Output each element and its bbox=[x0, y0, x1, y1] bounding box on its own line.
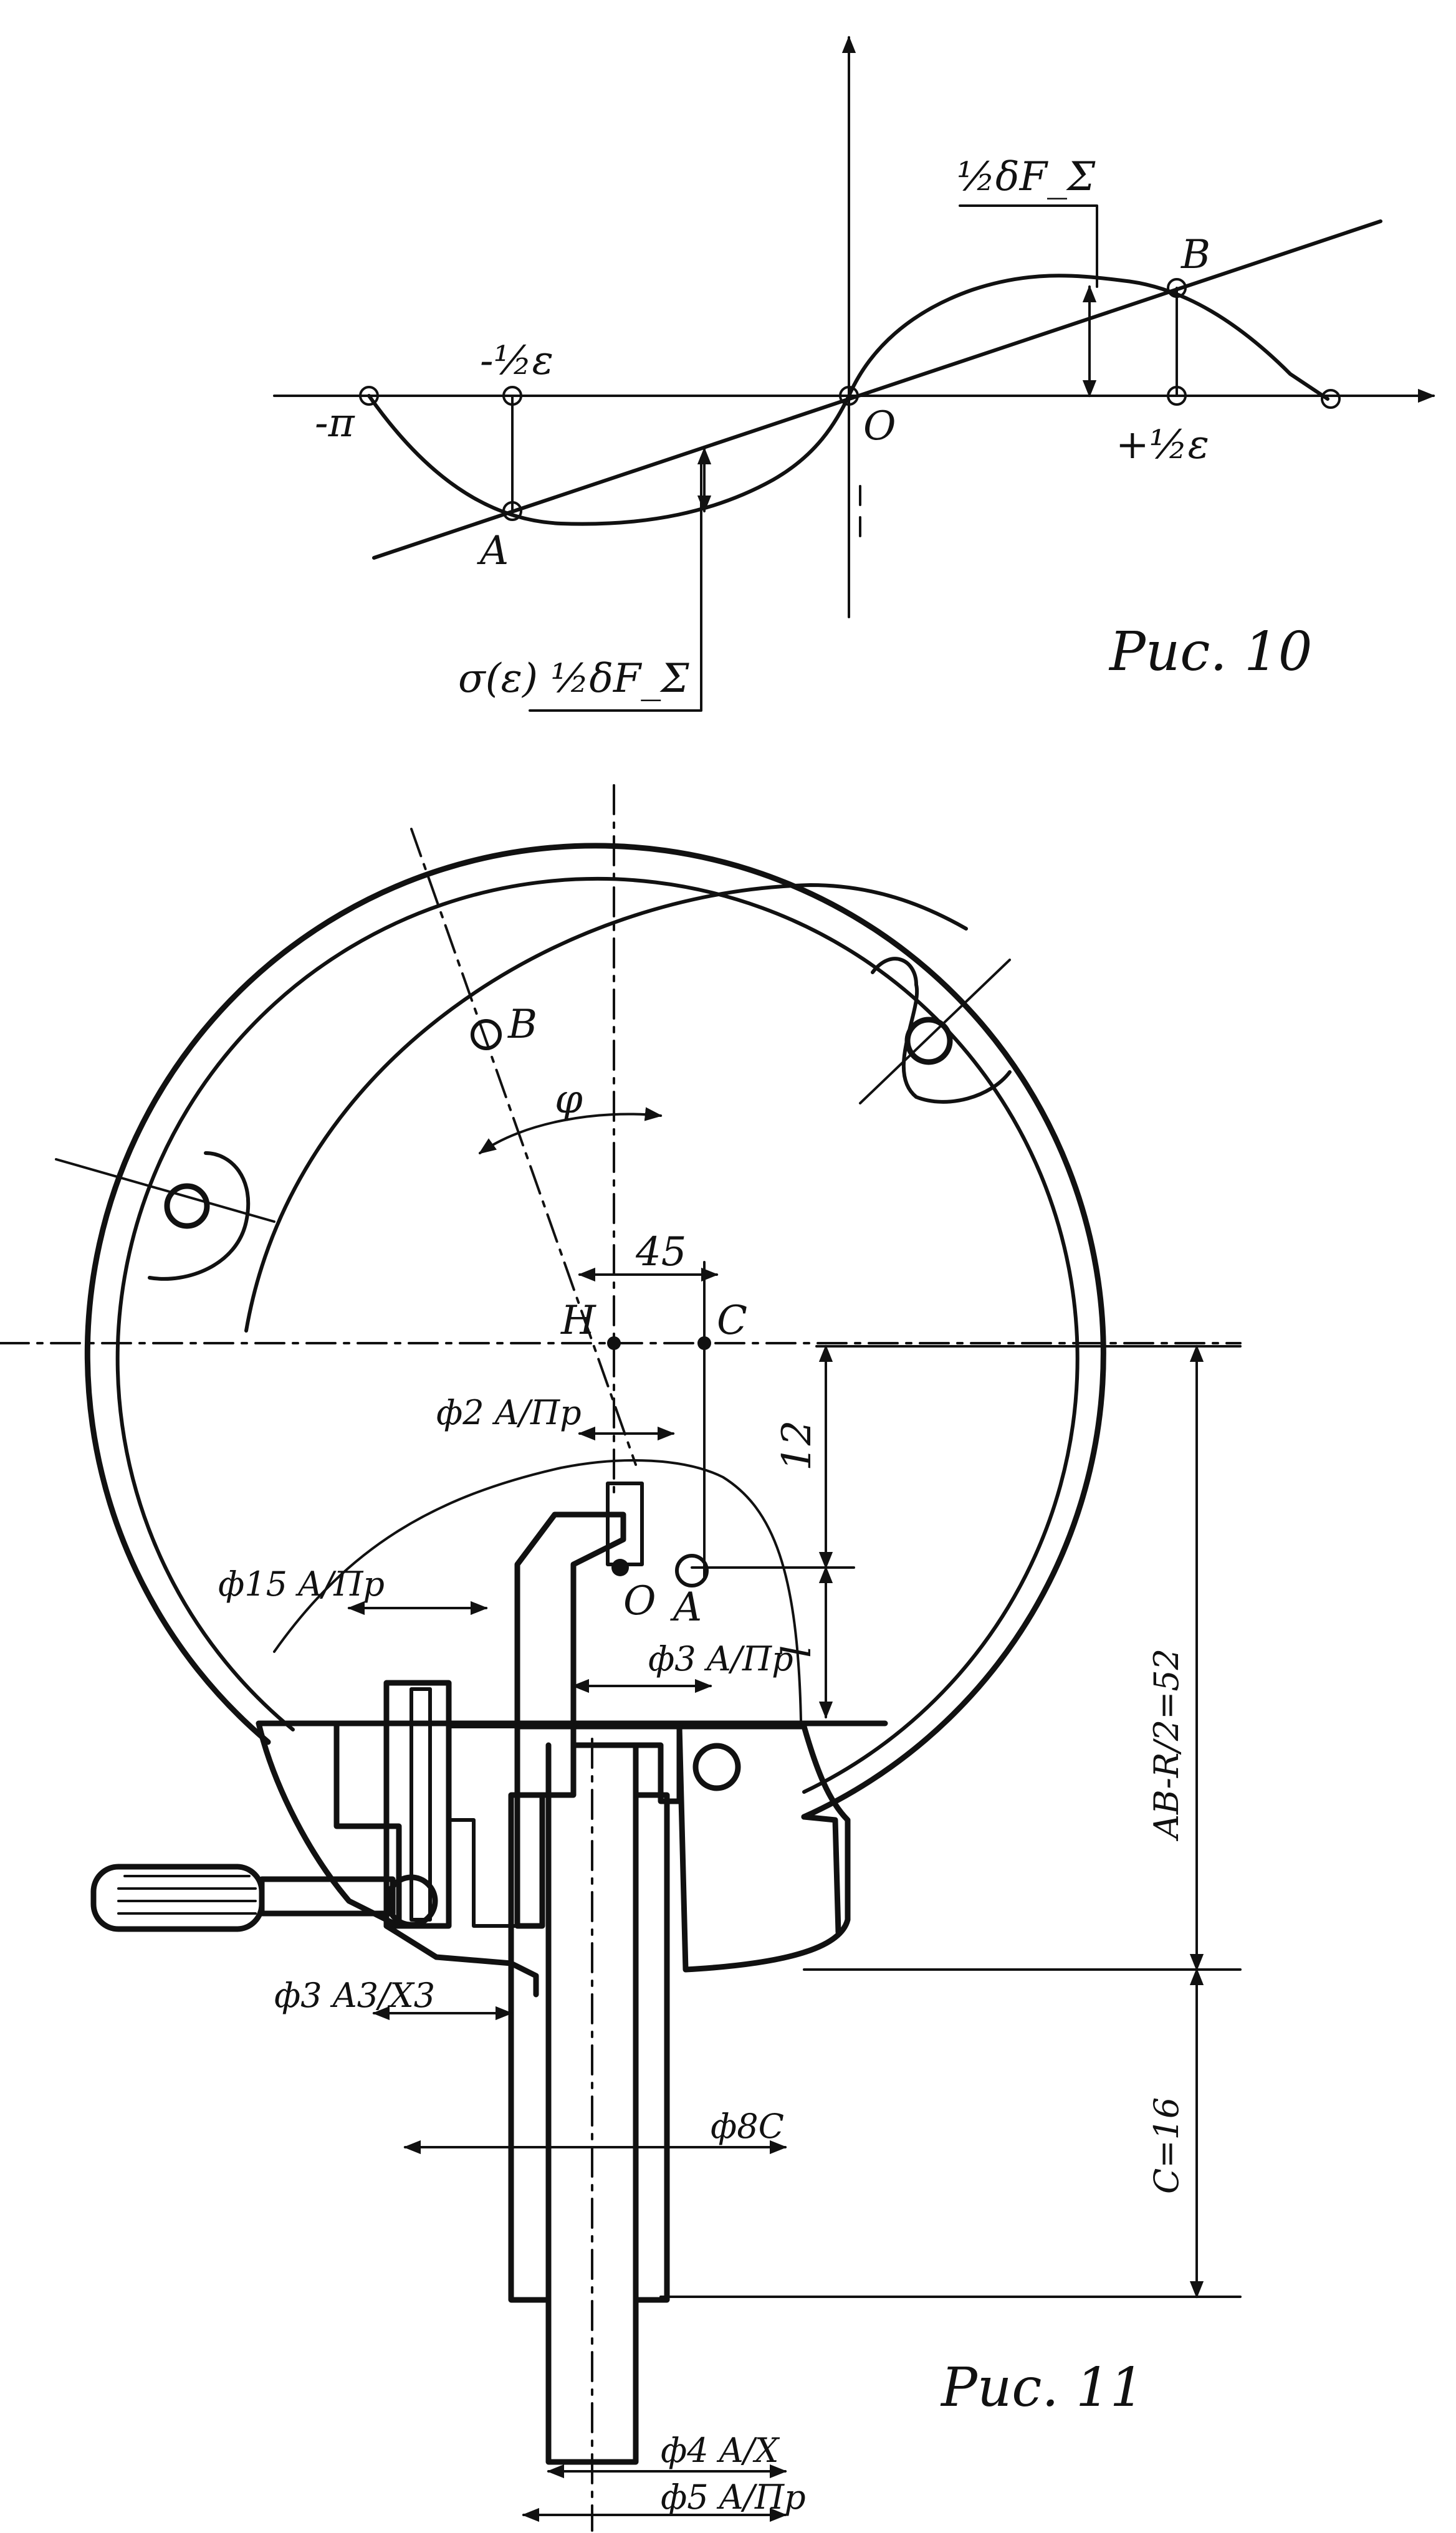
fig11-label-d4: ф4 A/Х bbox=[661, 2431, 780, 2470]
fig11-label-d3b: ф3 A3/X3 bbox=[274, 1976, 435, 2015]
fig11-boss-right-centerline bbox=[859, 959, 1011, 1104]
fig11-label-point-c: C bbox=[717, 1298, 747, 1344]
fig10-point-b bbox=[1167, 278, 1187, 298]
fig10-point-origin bbox=[839, 386, 859, 406]
fig11-right-body bbox=[676, 1723, 851, 1973]
fig10-label-point-b: B bbox=[1181, 232, 1210, 278]
fig11-knob-pivot bbox=[385, 1874, 438, 1928]
fig10-caption: Рис. 10 bbox=[1108, 621, 1313, 683]
fig11-bushing-top bbox=[570, 1723, 682, 1804]
fig11-label-dim-45: 45 bbox=[635, 1229, 686, 1275]
fig10-sine-curve bbox=[367, 274, 1329, 526]
fig11-bushing-left-wall bbox=[514, 1723, 577, 1929]
fig10-label-point-a: A bbox=[477, 528, 509, 574]
fig11-label-point-h: H bbox=[560, 1298, 596, 1344]
figure-10: -π -½ε A O B +½ε ½δF_Σ σ(ε) ½δF_Σ Рис. 1… bbox=[273, 36, 1435, 712]
fig11-groove-ring bbox=[244, 883, 968, 1333]
fig11-label-d8c: ф8C bbox=[711, 2107, 784, 2146]
fig10-point-pos-eps bbox=[1167, 386, 1187, 406]
fig11-boss-left bbox=[148, 1151, 251, 1281]
fig10-label-pos-half-eps: +½ε bbox=[1116, 422, 1209, 468]
fig11-top-pin bbox=[606, 1482, 644, 1566]
fig11-knob-stem bbox=[259, 1876, 396, 1917]
fig11-point-a bbox=[675, 1554, 709, 1587]
fig11-side-hole bbox=[692, 1743, 741, 1791]
figure-11: B φ 45 H C ф2 A/Пр 12 l O A ф15 A/Пр ф3 … bbox=[0, 784, 1242, 2532]
fig11-mount-hole-right bbox=[904, 1017, 953, 1065]
fig11-right-body-tail bbox=[801, 1814, 841, 1935]
fig11-label-d15: ф15 A/Пр bbox=[218, 1564, 385, 1604]
fig11-point-o bbox=[611, 1559, 629, 1576]
fig11-lever bbox=[383, 1923, 539, 1998]
fig11-label-point-b: B bbox=[507, 1002, 537, 1048]
fig10-point-left bbox=[359, 386, 379, 406]
fig11-label-d5: ф5 A/Пр bbox=[661, 2478, 806, 2517]
fig11-point-b bbox=[471, 1019, 502, 1050]
fig10-label-neg-half-eps: -½ε bbox=[480, 338, 553, 384]
fig11-label-d3: ф3 A/Пр bbox=[648, 1639, 793, 1678]
fig10-secant-line bbox=[372, 219, 1382, 560]
fig11-boss-right bbox=[871, 957, 1012, 1104]
fig11-central-boss bbox=[514, 1511, 626, 1730]
fig11-label-dim-c: C=16 bbox=[1147, 2097, 1186, 2194]
fig11-point-h bbox=[607, 1336, 621, 1350]
fig11-label-dim-ab: AB-R/2=52 bbox=[1147, 1649, 1186, 1842]
fig10-point-neg-eps bbox=[502, 386, 522, 406]
fig11-label-d2: ф2 A/Пр bbox=[436, 1393, 582, 1432]
fig11-mechanism-right bbox=[447, 1725, 519, 1928]
fig10-label-origin: O bbox=[863, 403, 896, 449]
fig11-mount-hole-left bbox=[164, 1183, 210, 1229]
fig11-inclined-centerline bbox=[410, 828, 637, 1466]
fig10-label-left-end: -π bbox=[315, 400, 355, 446]
fig11-label-point-o: O bbox=[623, 1578, 656, 1624]
fig11-boss-left-centerline bbox=[55, 1158, 275, 1223]
fig10-leader-bottom bbox=[529, 457, 702, 712]
fig11-outer-ring bbox=[84, 843, 1106, 1820]
fig11-break-line bbox=[273, 1459, 802, 1721]
fig11-caption: Рис. 11 bbox=[940, 2357, 1144, 2419]
fig10-point-right bbox=[1321, 389, 1341, 409]
fig11-angle-arc bbox=[478, 1107, 663, 1154]
fig11-label-angle: φ bbox=[555, 1076, 583, 1123]
fig10-annotation-bottom: σ(ε) ½δF_Σ bbox=[458, 656, 689, 702]
fig11-knob-knurl bbox=[117, 1875, 257, 1915]
fig11-inner-ring bbox=[115, 876, 1080, 1794]
fig11-sleeve-right-wall bbox=[633, 1792, 670, 2303]
fig11-label-point-a: A bbox=[670, 1584, 702, 1630]
fig10-annotation-top: ½δF_Σ bbox=[957, 154, 1096, 200]
fig10-point-a bbox=[502, 501, 522, 521]
fig10-leader-top bbox=[959, 204, 1098, 288]
fig11-label-dim-12: 12 bbox=[774, 1420, 820, 1471]
fig11-left-body bbox=[256, 1720, 402, 1929]
fig11-label-dim-l: l bbox=[774, 1645, 820, 1658]
fig11-mechanism-block bbox=[383, 1680, 452, 1929]
